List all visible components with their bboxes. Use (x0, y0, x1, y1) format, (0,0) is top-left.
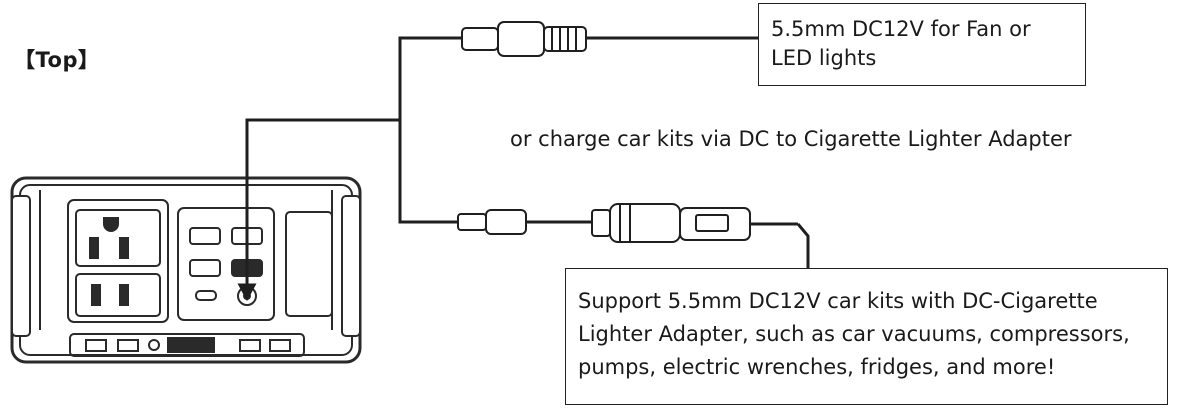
car-kits-callout-line: pumps, electric wrenches, fridges, and m… (578, 355, 1056, 379)
car-kits-callout: Support 5.5mm DC12V car kits with DC-Cig… (565, 268, 1168, 405)
dc-output-callout-line: 5.5mm DC12V for Fan or (771, 17, 1031, 41)
ac-outlet-panel (67, 199, 169, 323)
car-kits-callout-line: Support 5.5mm DC12V car kits with DC-Cig… (578, 289, 1098, 313)
alternate-charge-note: or charge car kits via DC to Cigarette L… (510, 127, 1072, 151)
cigarette-lighter-adapter (457, 203, 810, 268)
bottom-control-strip (69, 333, 305, 357)
dc-output-cable (237, 36, 470, 302)
wireless-pad-panel (285, 211, 333, 317)
dc-output-callout-line: LED lights (771, 46, 877, 70)
dc-barrel-plug (461, 21, 758, 57)
car-kits-callout-line: Lighter Adapter, such as car vacuums, co… (578, 322, 1130, 346)
power-station-device (10, 176, 362, 364)
section-label-top: 【Top】 (14, 48, 100, 72)
dc-output-callout: 5.5mm DC12V for Fan or LED lights (758, 3, 1086, 86)
